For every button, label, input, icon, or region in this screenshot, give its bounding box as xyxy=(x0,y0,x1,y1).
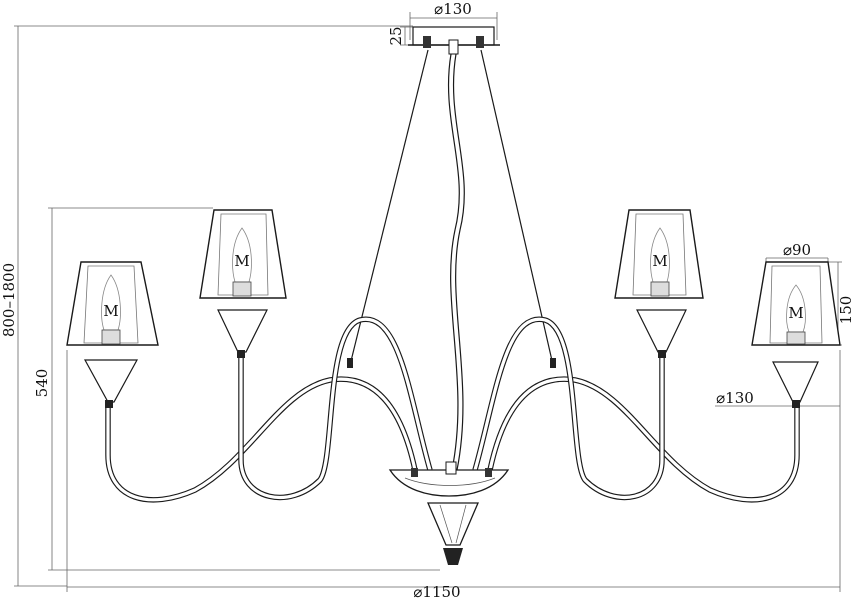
canopy xyxy=(408,26,500,55)
lamp-outer-left: M xyxy=(66,261,159,408)
canopy-diameter-label: ⌀130 xyxy=(434,0,472,18)
bulb-mark: M xyxy=(652,252,667,270)
body-height-label: 540 xyxy=(33,369,51,398)
bulb-mark: M xyxy=(103,302,118,320)
center-bowl xyxy=(388,461,510,565)
shade-height-label: 150 xyxy=(837,296,855,325)
suspension xyxy=(349,49,554,471)
lamp-outer-right: M xyxy=(751,261,841,408)
dimension-lines xyxy=(14,12,842,592)
total-height-label: 800–1800 xyxy=(0,263,18,337)
bulb-mark: M xyxy=(234,252,249,270)
canopy-height-label: 25 xyxy=(387,26,405,45)
lamp-inner-right: M xyxy=(614,209,704,358)
overall-diameter-label: ⌀1150 xyxy=(413,583,460,600)
shade-diameter-label: ⌀90 xyxy=(783,241,811,259)
arms xyxy=(105,316,800,503)
bulb-mark: M xyxy=(788,304,803,322)
lamp-inner-left: M xyxy=(199,209,287,358)
cup-diameter-label: ⌀130 xyxy=(716,389,754,407)
